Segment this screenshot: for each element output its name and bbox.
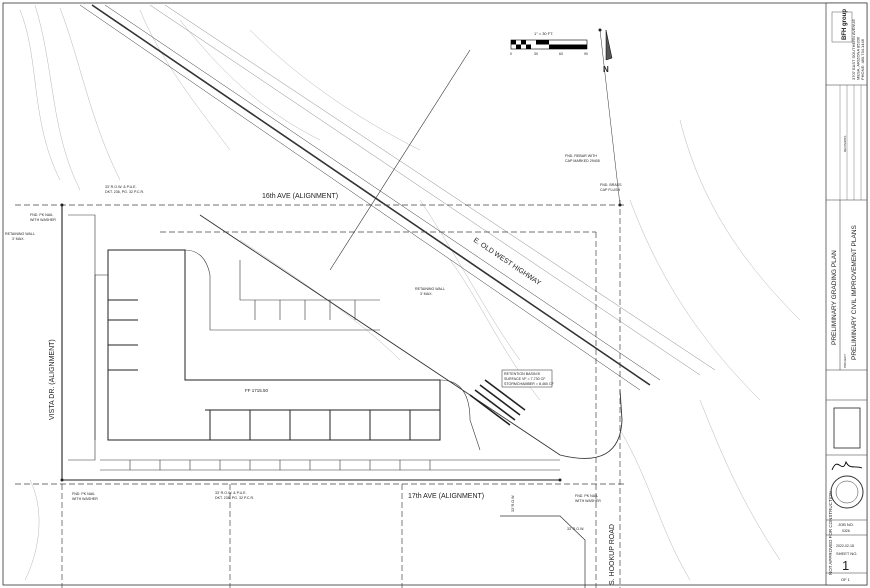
note-text: SURFACE VF = 7,730 CF — [504, 377, 546, 381]
road-label-17th-ave: 17th AVE (ALIGNMENT) — [408, 493, 484, 500]
note-text: 33' R.O.W. — [567, 527, 584, 531]
note-text: FND. PK NAIL — [575, 494, 598, 498]
engineer-signature — [831, 460, 863, 471]
engineer-seal — [830, 475, 864, 509]
revisions-header: REVISIONS — [843, 136, 847, 152]
note-text: FND. BRASS — [600, 183, 622, 187]
note-text: FND. PK NAIL — [72, 492, 95, 496]
north-arrow: N — [603, 29, 613, 74]
note-text: CAP MARKED 29405 — [565, 159, 600, 163]
scale-tick: 0 — [510, 52, 512, 56]
sheet-label: SHEET NO. — [836, 551, 858, 556]
note-text: FND. REBAR WITH — [565, 154, 597, 158]
note-text: 33' R.O.W. — [511, 495, 515, 512]
note-text: RETENTION BASIN B — [504, 372, 541, 376]
note-text: FND. PK NAIL — [30, 213, 53, 217]
sheet-of: OF 1 — [841, 577, 851, 582]
job-number: 0326 — [842, 529, 850, 533]
note-text: RETAINING WALL — [415, 287, 445, 291]
road-label-vista-dr: VISTA DR. (ALIGNMENT) — [49, 339, 56, 420]
sheet-title: PRELIMINARY GRADING PLAN — [831, 250, 838, 345]
project-label: PROJECT: — [843, 353, 847, 368]
sheet-number: 1 — [842, 558, 849, 573]
note-text: 3' MAX. — [420, 292, 432, 296]
bluestake-stamp — [833, 407, 861, 449]
road-label-highway: E. OLD WEST HIGHWAY — [472, 237, 542, 288]
alignment-lines — [15, 200, 625, 588]
retention-basin-chambers — [469, 379, 526, 426]
note-text: DKT. 236, PG. 32 P.C.R. — [215, 496, 254, 500]
not-approved-note: NOT APPROVED FOR CONSTRUCTION — [828, 491, 833, 575]
company-address: MESA, ARIZONA 85206 — [856, 36, 861, 80]
company-phone: PHONE: 480.734.1446 — [860, 38, 865, 80]
note-text: 3' MAX. — [12, 237, 24, 241]
company-address: 3707 EAST SOUTHERN AVENUE — [851, 19, 856, 80]
scale-tick: 60 — [559, 52, 563, 56]
title-block: BFH group 3707 EAST SOUTHERN AVENUE MESA… — [825, 2, 868, 586]
project-title: PRELIMINARY CIVIL IMPROVEMENT PLANS — [851, 224, 858, 360]
note-text: WITH WASHER — [575, 499, 601, 503]
survey-tie-line — [329, 49, 471, 271]
parcel-line — [500, 515, 586, 588]
retention-basin-callout: RETENTION BASIN B SURFACE VF = 7,730 CF … — [501, 369, 555, 388]
finished-floor-label: FF 1715.50 — [245, 388, 269, 393]
survey-monuments — [60, 28, 622, 482]
note-text: DKT. 236, PG. 32 P.C.R. — [105, 190, 144, 194]
note-text: WITH WASHER — [72, 497, 98, 501]
note-text: 33' R.O.W. & P.U.E. — [215, 491, 247, 495]
north-arrow-icon — [605, 29, 613, 61]
scale-label: 1" = 30 FT. — [534, 31, 553, 36]
road-label-hookup-road: S. HOOKUP ROAD — [609, 524, 616, 585]
note-text: CAP FLUSH — [600, 188, 621, 192]
north-label: N — [603, 65, 609, 74]
survey-tie-line — [599, 29, 621, 206]
highway-lines — [79, 4, 716, 459]
note-text: RETAINING WALL — [5, 232, 35, 236]
scale-bar: 1" = 30 FT. 0 30 60 90 — [510, 31, 588, 56]
note-text: WITH WASHER — [30, 218, 56, 222]
sheet-date: 2022-02-18 — [836, 544, 854, 548]
company-logo — [831, 11, 853, 43]
job-label: JOB NO. — [838, 522, 854, 527]
road-label-16th-ave: 16th AVE (ALIGNMENT) — [262, 193, 338, 200]
company-name: BFH group — [842, 9, 848, 40]
parking-lot — [68, 214, 560, 471]
scale-tick: 90 — [584, 52, 588, 56]
building-footprint — [94, 249, 441, 441]
note-text: STORMCHAMBER = 8,460 CF — [504, 382, 555, 386]
scale-tick: 30 — [534, 52, 538, 56]
note-text: 33' R.O.W. & P.U.E. — [105, 185, 137, 189]
